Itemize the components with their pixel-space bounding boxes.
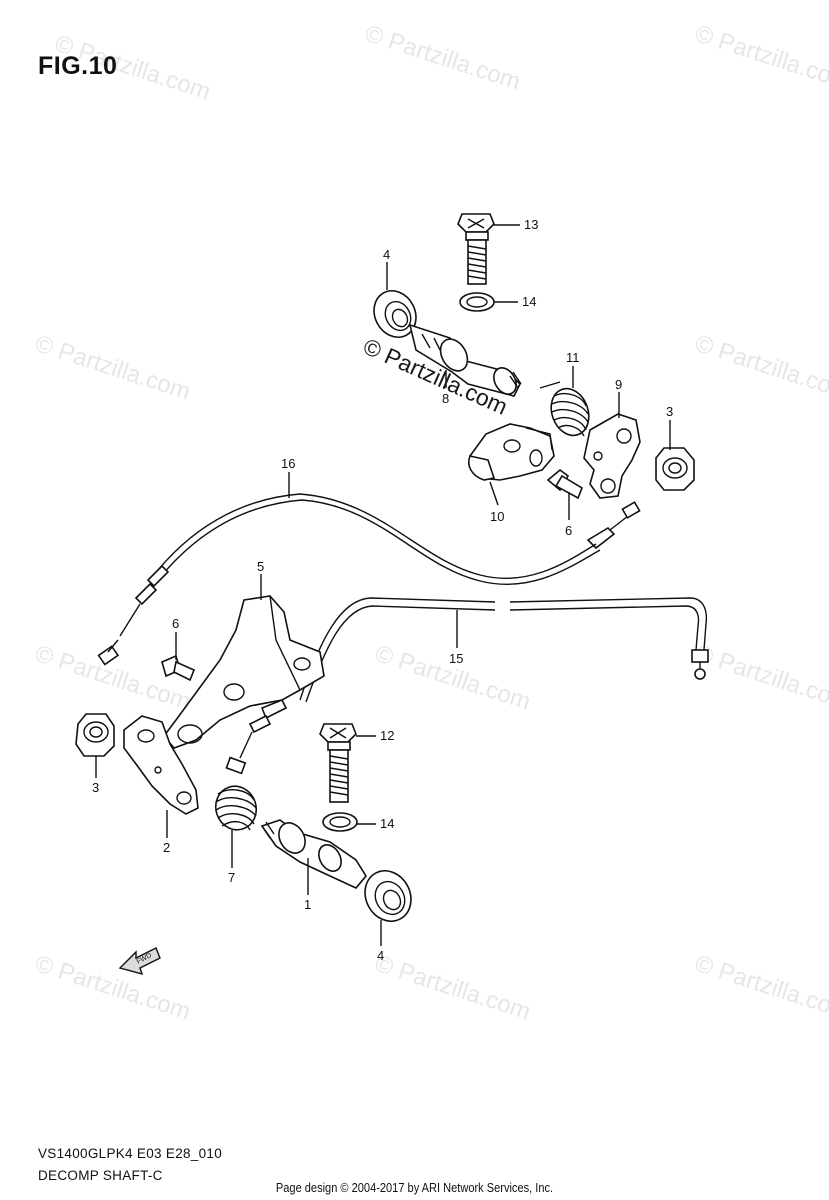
callout-numbers: 13 4 14 11 8 9 3 10 6 16 5 6 15 12 3 14 … [92,217,673,963]
part-10-lever [468,423,555,481]
callout-3: 3 [666,404,673,419]
cable-end-lower [225,698,288,775]
callout-4: 4 [383,247,390,262]
callout-16: 16 [281,456,295,471]
part-14-washer [459,292,495,312]
part-4-oil-seal [364,870,412,922]
part-13-bolt [457,213,495,285]
callout-2: 2 [163,840,170,855]
drawing-code: VS1400GLPK4 E03 E28_010 [38,1146,223,1161]
callout-5: 5 [257,559,264,574]
part-1-decomp-shaft [260,819,367,889]
page-footer: Page design © 2004-2017 by ARI Network S… [275,1180,554,1195]
part-3-nut [75,713,115,757]
part-11-spring [539,381,590,437]
callout-13: 13 [524,217,538,232]
part-9-plate [583,413,641,499]
callout-14: 14 [380,816,394,831]
part-6-bolt [546,468,583,500]
part-7-spring [214,785,258,831]
figure-title: FIG.10 [38,52,118,80]
cable-end-upper [586,501,641,550]
drawing-description: DECOMP SHAFT-C [38,1168,163,1183]
part-4-oil-seal [373,290,417,338]
part-8-decomp-shaft [408,323,522,397]
callout-9: 9 [615,377,622,392]
part-14-washer [322,812,358,832]
part-3-nut [655,447,695,491]
callout-11: 11 [566,350,580,365]
part-15-cable [299,597,709,703]
part-5-bracket [162,595,325,749]
part-2-plate [123,715,199,815]
callout-3: 3 [92,780,99,795]
callout-4: 4 [377,948,384,963]
callout-1: 1 [304,897,311,912]
callout-10: 10 [490,509,504,524]
callout-8: 8 [442,391,449,406]
part-6-bolt [161,654,196,682]
part-16-cable [97,493,601,666]
callout-14: 14 [522,294,536,309]
leader-lines [95,224,671,946]
part-12-bolt [319,723,357,803]
callout-7: 7 [228,870,235,885]
callout-15: 15 [449,651,463,666]
callout-12: 12 [380,728,394,743]
callout-6: 6 [565,523,572,538]
fwd-arrow-icon: FWD [118,947,161,976]
callout-6: 6 [172,616,179,631]
